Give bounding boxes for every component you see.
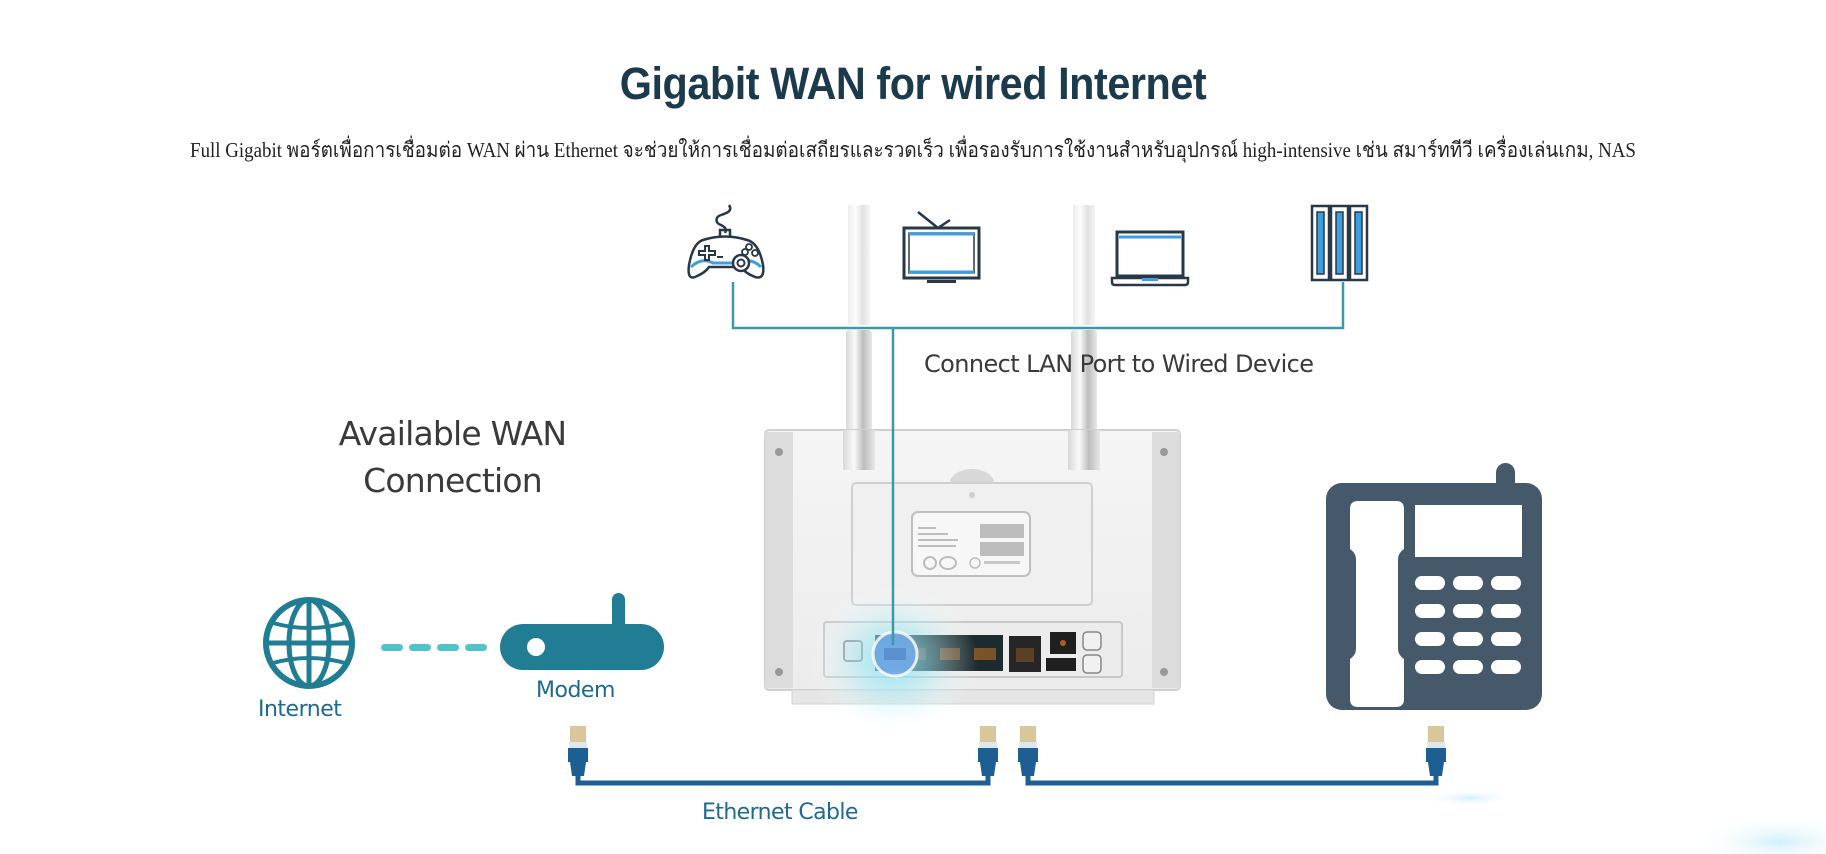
modem-label: Modem (536, 678, 615, 703)
wan-caption-line1: Available WAN (338, 414, 567, 453)
internet-label: Internet (258, 697, 342, 722)
screw-icon (1160, 668, 1168, 676)
nas-icon (1310, 204, 1369, 282)
tv-icon (902, 211, 981, 283)
game-controller-icon (687, 204, 765, 279)
wifi-button-icon (1082, 631, 1102, 651)
globe-icon (263, 597, 355, 689)
screw-icon (775, 668, 783, 676)
screw-icon (775, 448, 783, 456)
ethernet-cable-label: Ethernet Cable (702, 800, 858, 825)
wan-caption-line2: Connection (363, 461, 543, 500)
rj45-connector-icon (568, 726, 1446, 776)
laptop-icon (1110, 230, 1190, 287)
page-title: Gigabit WAN for wired Internet (619, 58, 1207, 109)
router (764, 429, 1181, 735)
modem-icon (500, 593, 664, 670)
ethernet-cable-router-phone (1025, 755, 1439, 786)
decorative-glow (1690, 814, 1826, 854)
wps-button-icon (1082, 654, 1102, 674)
decorative-glow (1425, 789, 1515, 807)
wireless-dashed-link (381, 644, 487, 651)
lan-connection-lines (731, 282, 1345, 645)
page-subtitle: Full Gigabit พอร์ตเพื่อการเชื่อมต่อ WAN … (190, 138, 1636, 162)
lan-caption: Connect LAN Port to Wired Device (924, 350, 1314, 378)
wan-caption: Available WAN Connection (300, 410, 605, 504)
telephone-icon (1326, 463, 1542, 710)
usb-port (1046, 658, 1076, 671)
screw-icon (1160, 448, 1168, 456)
ethernet-cable-modem-router (575, 755, 991, 786)
